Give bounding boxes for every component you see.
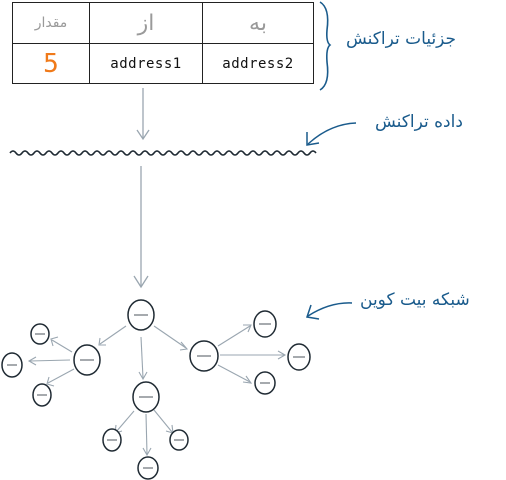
data-label-pointer: [306, 122, 357, 146]
cell-from: address1: [89, 43, 203, 84]
arrow-table-to-data: [136, 88, 150, 141]
node: [137, 456, 159, 480]
transaction-details-label: جزئیات تراکنش: [346, 29, 457, 49]
cell-to: address2: [202, 43, 314, 84]
node: [253, 310, 277, 338]
table-header-row: مقدار از به: [12, 2, 314, 44]
network-label-pointer: [306, 302, 353, 320]
node: [1, 352, 23, 378]
node: [32, 383, 52, 407]
brace: [319, 1, 332, 91]
node: [30, 323, 50, 345]
node: [127, 299, 155, 331]
node: [132, 381, 160, 413]
header-to: به: [202, 2, 314, 44]
bitcoin-network-label: شبکه بیت کوین: [360, 290, 470, 310]
table-row: 5 address1 address2: [12, 43, 314, 84]
cell-amount: 5: [12, 43, 90, 84]
node: [169, 429, 189, 451]
node: [189, 340, 219, 372]
transaction-data-label: داده تراکنش: [375, 112, 463, 132]
arrow-data-to-network: [133, 166, 149, 289]
network-edges: [29, 325, 284, 455]
node: [254, 371, 276, 395]
node: [287, 343, 311, 371]
transaction-data-line: [9, 150, 317, 156]
node: [102, 428, 122, 452]
network-nodes: [1, 299, 311, 480]
node: [73, 344, 101, 376]
transaction-table: مقدار از به 5 address1 address2: [12, 2, 314, 84]
header-amount: مقدار: [12, 2, 90, 44]
header-from: از: [89, 2, 203, 44]
